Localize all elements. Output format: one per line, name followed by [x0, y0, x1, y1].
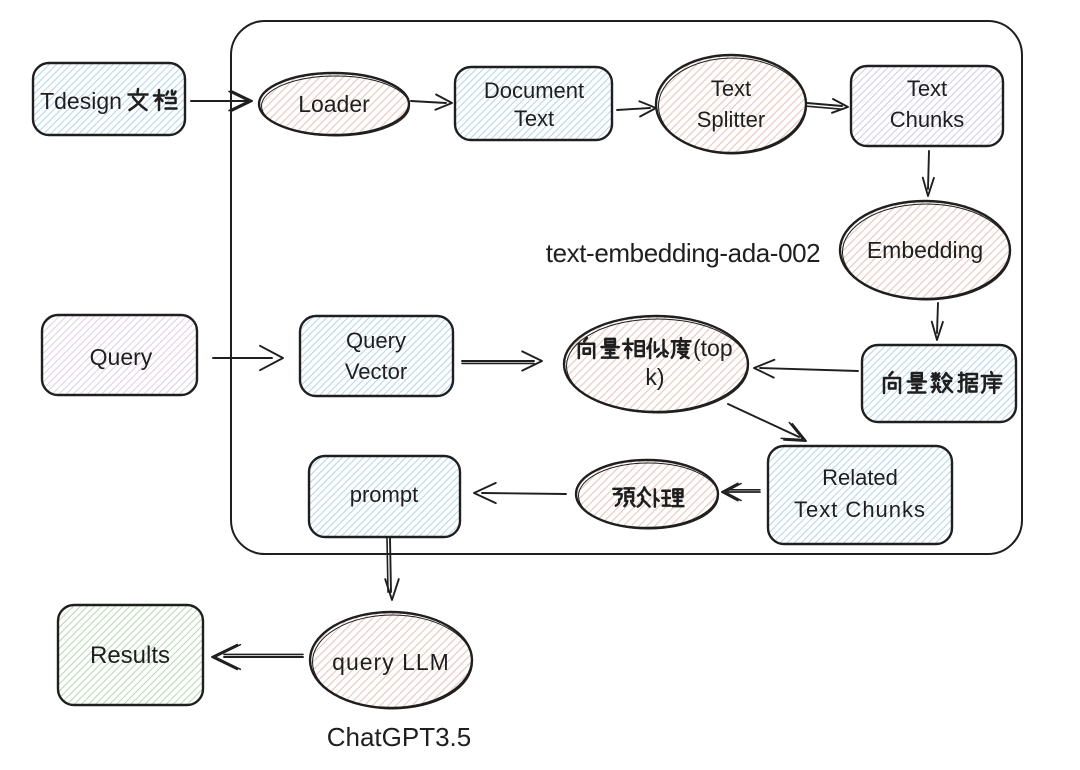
svg-text:Vector: Vector — [345, 359, 407, 384]
svg-text:Text: Text — [907, 76, 947, 101]
svg-text:Chunks: Chunks — [890, 107, 965, 132]
svg-text:text-embedding-ada-002: text-embedding-ada-002 — [546, 238, 821, 268]
svg-text:Embedding: Embedding — [867, 237, 983, 263]
svg-text:Tdesign: Tdesign — [40, 88, 122, 114]
svg-text:Splitter: Splitter — [697, 107, 765, 132]
svg-text:k): k) — [645, 364, 664, 390]
svg-text:Related: Related — [822, 465, 898, 490]
svg-text:Query: Query — [346, 328, 406, 353]
svg-text:query LLM: query LLM — [332, 649, 450, 675]
svg-text:prompt: prompt — [350, 482, 418, 507]
svg-text:Query: Query — [90, 344, 153, 370]
svg-text:ChatGPT3.5: ChatGPT3.5 — [327, 722, 472, 752]
svg-text:(top: (top — [693, 335, 733, 361]
svg-text:Text: Text — [514, 106, 554, 131]
svg-text:Document: Document — [484, 78, 584, 103]
svg-text:Text: Text — [711, 76, 751, 101]
svg-text:Loader: Loader — [298, 91, 370, 117]
svg-text:Text Chunks: Text Chunks — [794, 497, 926, 522]
svg-text:Results: Results — [90, 642, 170, 669]
